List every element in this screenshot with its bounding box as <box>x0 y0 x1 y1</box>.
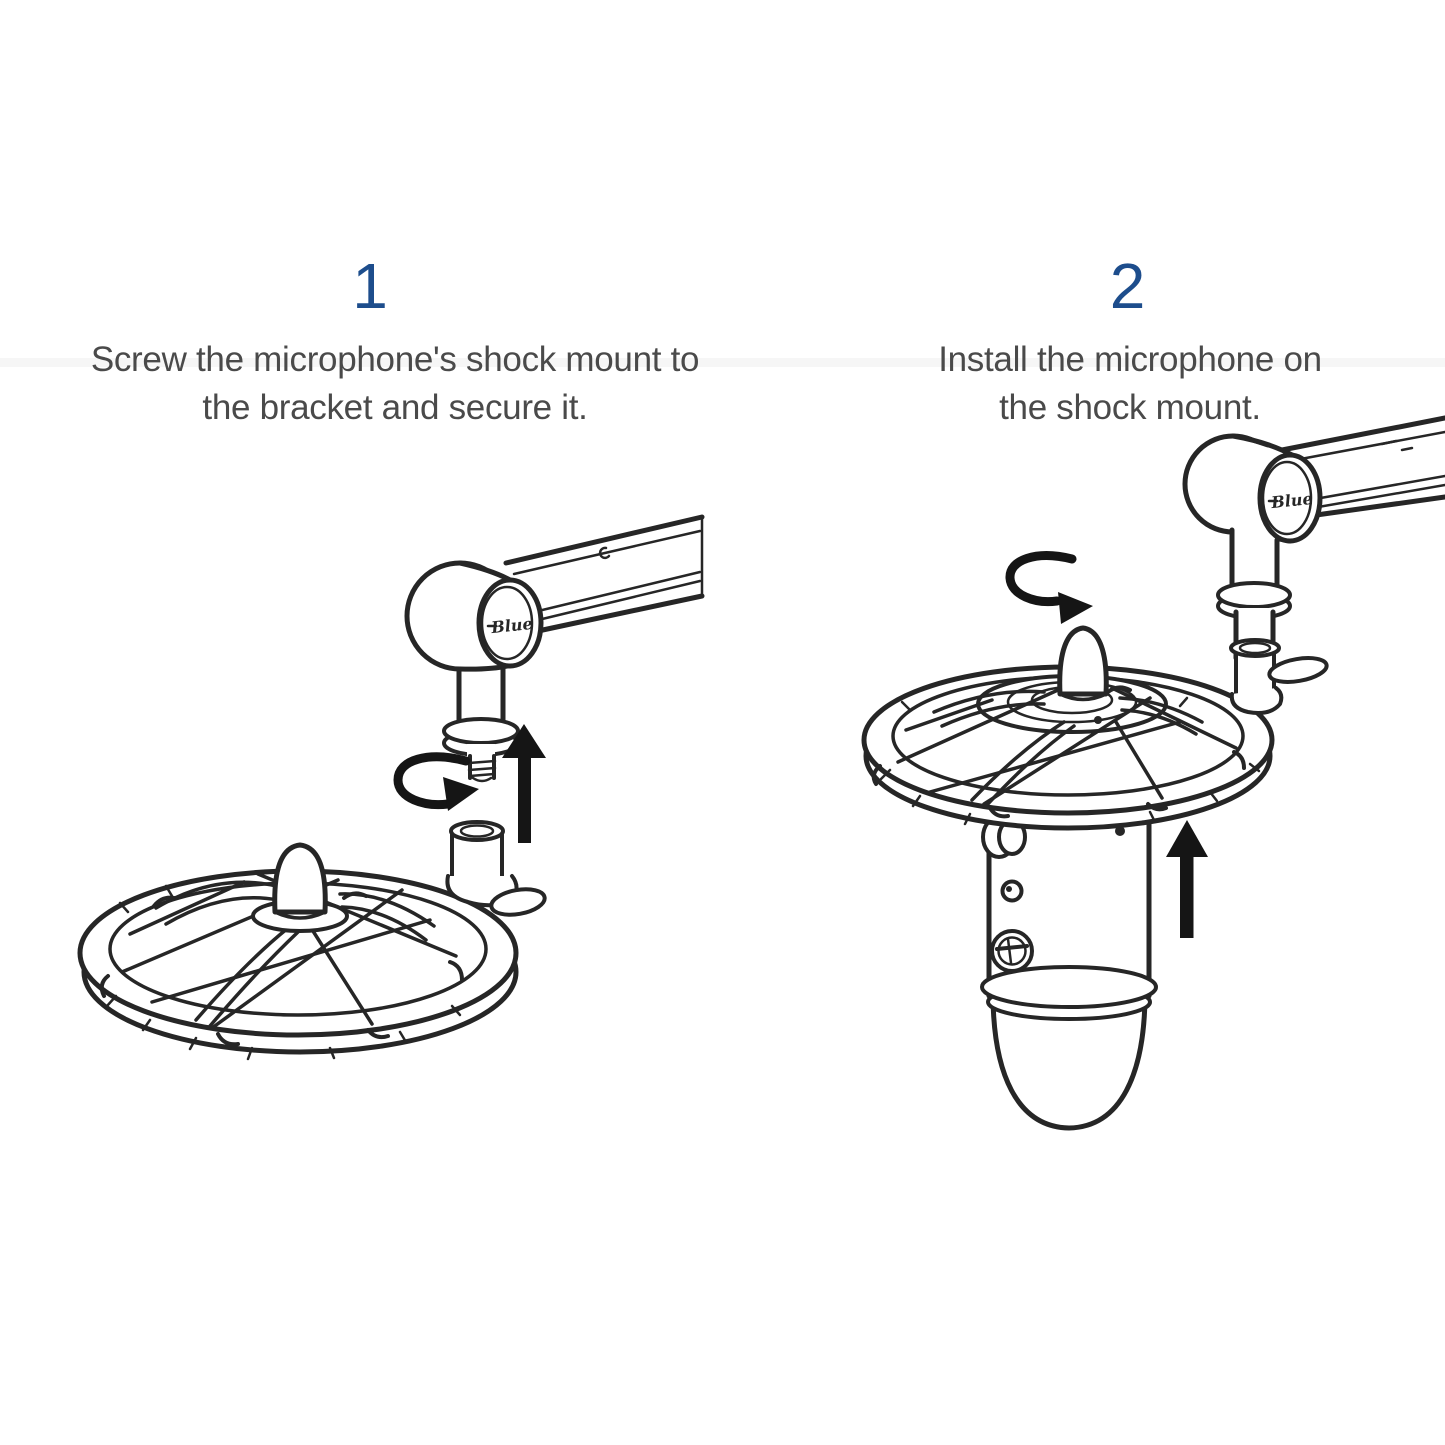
rotate-arrow-icon <box>1005 551 1093 624</box>
step-2-illustration: Blue <box>861 415 1445 1131</box>
up-arrow-icon <box>502 724 546 843</box>
suspension-cords <box>896 686 1238 808</box>
boom-tube <box>503 514 705 634</box>
mic-hole <box>1000 879 1024 903</box>
mic-led-dot <box>1115 826 1125 836</box>
mic-screw <box>990 929 1034 973</box>
up-arrow-icon <box>1166 820 1208 938</box>
step-1-caption: Screw the microphone's shock mount to th… <box>0 336 790 432</box>
step-2-caption-line-1: Install the microphone on <box>938 340 1322 379</box>
thumbscrew-wing <box>1267 656 1329 684</box>
blue-logo: Blue <box>489 614 533 637</box>
boom-arm: Blue <box>1182 415 1445 661</box>
blue-logo: Blue <box>1269 489 1313 512</box>
boom-tube <box>1279 415 1445 520</box>
rim-hatching <box>879 696 1261 826</box>
boom-arm: Blue <box>404 514 705 783</box>
mount-center-dome <box>272 842 328 915</box>
step-1-illustration: Blue <box>77 514 705 1061</box>
step-2-number: 2 <box>1109 250 1146 322</box>
shock-mount <box>77 820 547 1061</box>
step-2-caption-line-2: the shock mount. <box>999 388 1261 427</box>
step-1-number: 1 <box>352 250 388 322</box>
mount-socket <box>445 820 547 917</box>
mount-center-dome <box>1057 625 1109 697</box>
rim-clips <box>99 891 464 1047</box>
mount-socket <box>1229 638 1329 715</box>
rim-hatching <box>105 884 462 1061</box>
background-rule <box>0 358 1445 367</box>
elbow-face <box>476 577 544 669</box>
step-1-caption-line-1: Screw the microphone's shock mount to <box>90 340 700 379</box>
step-2-caption: Install the microphone on the shock moun… <box>845 336 1415 432</box>
shock-mount <box>861 625 1329 831</box>
thumbscrew-wing <box>489 887 547 917</box>
mounting-screw <box>467 754 497 783</box>
rim-clips <box>871 685 1246 819</box>
rotate-arrow-icon <box>393 752 479 811</box>
mic-bottom-dome <box>990 995 1148 1131</box>
step-1-caption-line-2: the bracket and secure it. <box>202 388 588 427</box>
